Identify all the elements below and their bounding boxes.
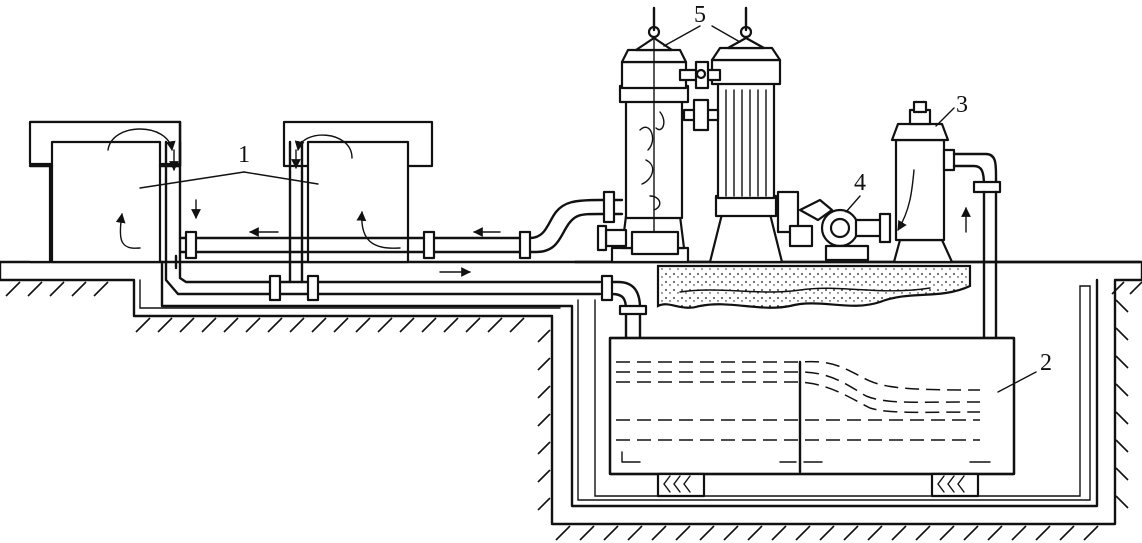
callout-5: 5 [663, 2, 741, 47]
callout-label-1: 1 [238, 142, 250, 168]
tank-pipes [164, 140, 614, 302]
callout-1: 1 [139, 142, 319, 189]
filter-right [708, 25, 784, 264]
ground-hatching [5, 281, 1142, 541]
reservoir [608, 336, 1016, 498]
callout-3: 3 [935, 92, 968, 127]
callout-2: 2 [997, 350, 1052, 393]
sand-foundation [656, 264, 972, 309]
return-pipe [174, 190, 624, 277]
callout-label-5: 5 [694, 2, 706, 28]
callout-label-2: 2 [1040, 350, 1052, 376]
filter-left [596, 25, 690, 264]
pump [776, 190, 892, 262]
tank-left [28, 120, 182, 264]
callout-4: 4 [845, 170, 866, 213]
separator-tank [890, 100, 1002, 264]
tank-right [282, 120, 434, 264]
callout-label-4: 4 [854, 170, 866, 196]
callout-label-3: 3 [956, 92, 968, 118]
filter-valves [652, 6, 748, 132]
